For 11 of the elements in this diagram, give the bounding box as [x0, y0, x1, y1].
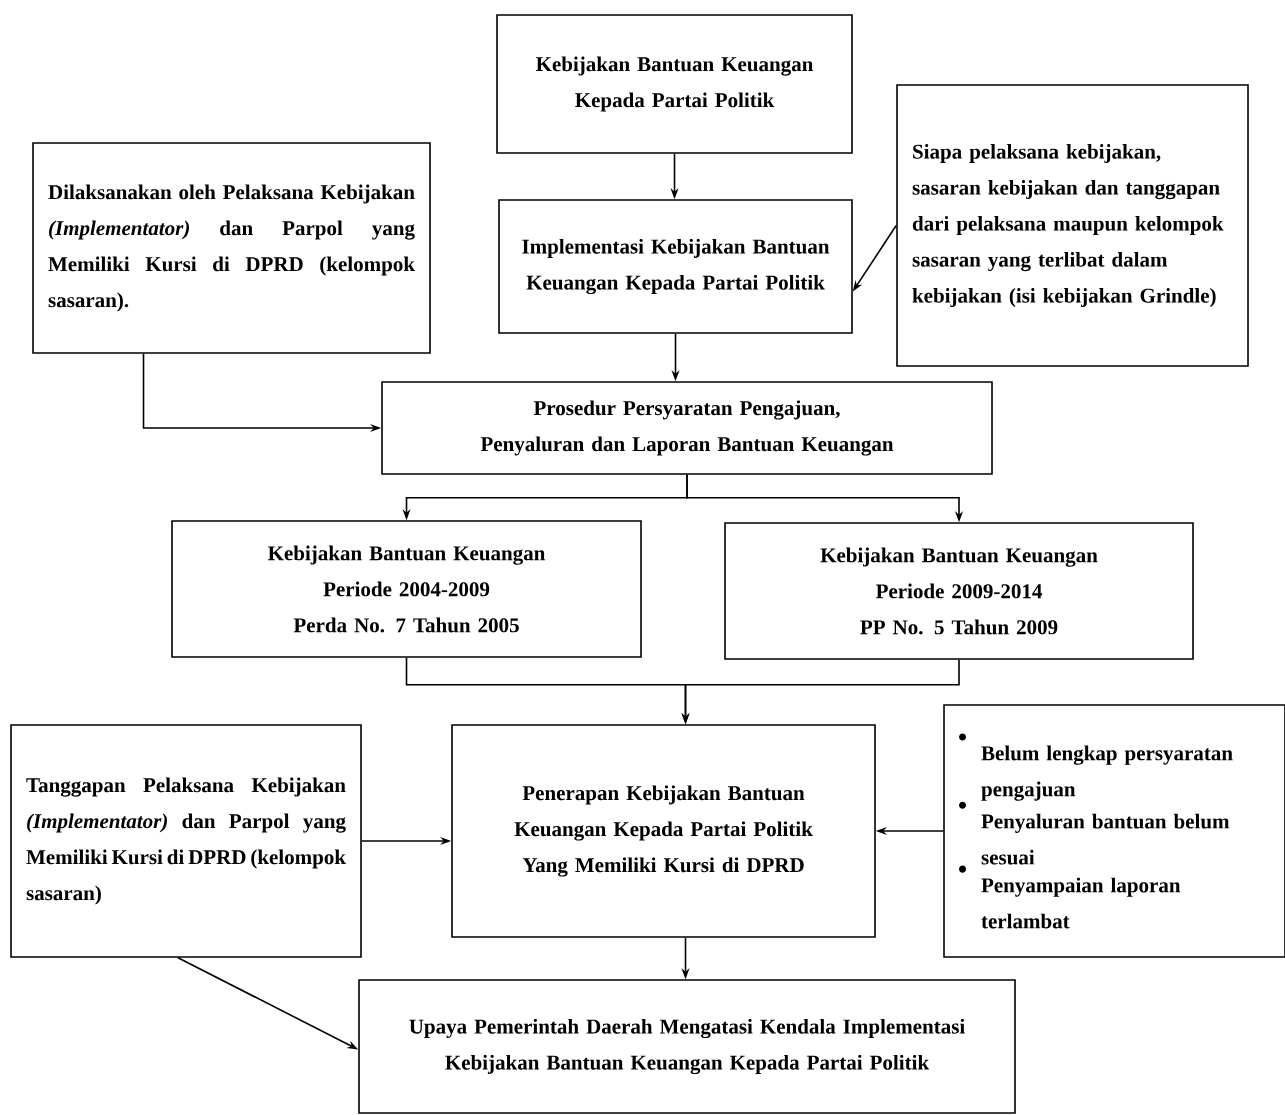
process-box: Penerapan Kebijakan Bantuan Keuangan Kepada Partai Politik Yang Memiliki Kursi di DPRD [451, 724, 876, 938]
process-box: Kebijakan Bantuan Keuangan Periode 2004-2009 Perda No. 7 Tahun 2005 [171, 520, 642, 658]
process-box: Prosedur Persyaratan Pengajuan, Penyaluran dan Laporan Bantuan Keuangan [381, 381, 993, 475]
process-box: Upaya Pemerintah Daerah Mengatasi Kendala Implementasi Kebijakan Bantuan Keuangan Kepada Partai Politik [358, 979, 1016, 1114]
note-box: Dilaksanakan oleh Pelaksana Kebijakan (Implementator) dan Parpol yang Memiliki Kursi di DPRD (kelompok sasaran). [32, 142, 431, 354]
note-box: Belum lengkap persyaratan pengajuan Penyaluran bantuan belum sesuai Penyampaian laporan terlambat [943, 704, 1285, 958]
note-box: Tanggapan Pelaksana Kebijakan (Implementator) dan Parpol yang Memiliki Kursi di DPRD (kelompok sasaran) [10, 724, 362, 958]
process-box: Kebijakan Bantuan Keuangan Periode 2009-2014 PP No. 5 Tahun 2009 [724, 522, 1194, 660]
note-box: Siapa pelaksana kebijakan, sasaran kebijakan dan tanggapan dari pelaksana maupun kelompok sasaran yang terlibat dalam kebijakan (isi kebijakan Grindle) [896, 84, 1249, 367]
process-box: Kebijakan Bantuan Keuangan Kepada Partai Politik [496, 14, 853, 154]
process-box: Implementasi Kebijakan Bantuan Keuangan Kepada Partai Politik [498, 199, 853, 334]
